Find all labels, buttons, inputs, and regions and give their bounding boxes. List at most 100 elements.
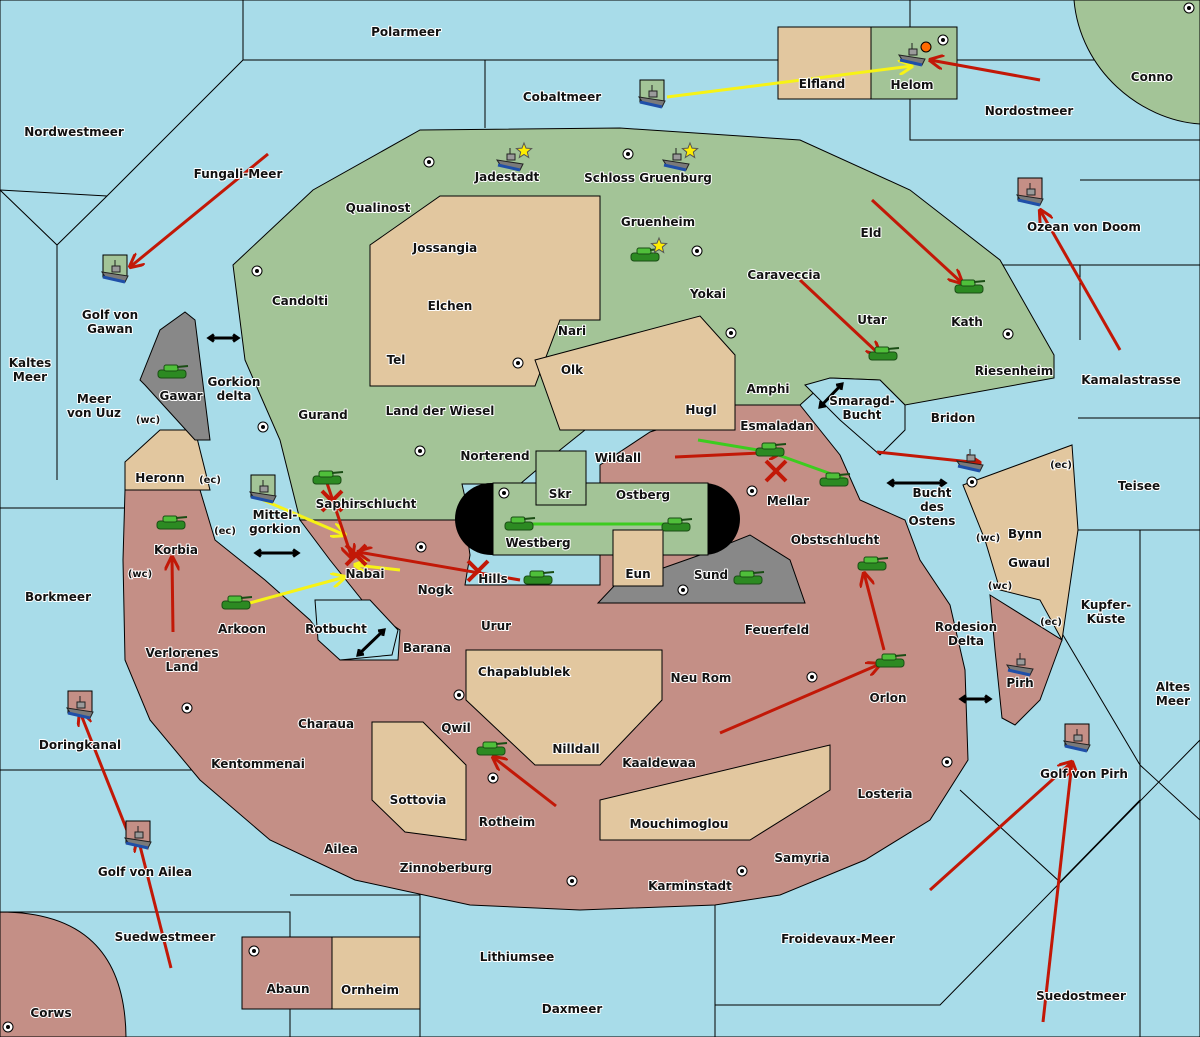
supply-center-icon	[512, 357, 524, 369]
move-order-arrow	[130, 152, 269, 267]
territory-eun[interactable]	[612, 529, 664, 587]
army-tank-icon[interactable]	[661, 517, 693, 532]
territory-corws[interactable]	[0, 911, 127, 1037]
territory-label-hugl: Hugl	[685, 403, 716, 417]
army-tank-icon[interactable]	[868, 346, 900, 361]
coast-tag: (wc)	[976, 533, 1000, 544]
army-tank-icon[interactable]	[156, 515, 188, 530]
army-tank-icon[interactable]	[523, 570, 555, 585]
territory-bynn-gwaul[interactable]	[962, 444, 1079, 642]
territory-label-sottovia: Sottovia	[390, 793, 447, 807]
territory-label-elfland: Elfland	[799, 77, 845, 91]
supply-center-icon	[1183, 2, 1195, 14]
territory-conno[interactable]	[1073, 0, 1200, 125]
adjacency-double-arrow-icon	[818, 382, 844, 409]
territory-label-gruenheim: Gruenheim	[621, 215, 695, 229]
army-tank-icon[interactable]	[875, 653, 907, 668]
coast-tag: (ec)	[1040, 617, 1062, 628]
territory-jossangia-elchen[interactable]	[369, 195, 601, 387]
supply-center-icon	[725, 327, 737, 339]
territory-ornheim[interactable]	[331, 936, 421, 1010]
territory-label-teisee: Teisee	[1118, 479, 1160, 493]
support-order-arrow	[262, 498, 345, 535]
supply-center-icon	[248, 945, 260, 957]
failed-order-x-icon	[764, 459, 788, 483]
support-order-arrow	[666, 66, 912, 99]
army-tank-icon[interactable]	[954, 279, 986, 294]
territory-pirh[interactable]	[989, 594, 1063, 726]
territory-label-schloss-gruenburg: Schloss Gruenburg	[584, 171, 712, 185]
army-tank-icon[interactable]	[733, 570, 765, 585]
territory-label-nilldall: Nilldall	[552, 742, 599, 756]
territory-label-arkoon: Arkoon	[218, 622, 266, 636]
territory-sottovia[interactable]	[371, 721, 467, 841]
army-tank-icon[interactable]	[755, 442, 787, 457]
territory-label-eld: Eld	[861, 226, 882, 240]
fleet-ship-icon[interactable]	[1062, 723, 1091, 753]
supply-center-icon	[415, 541, 427, 553]
fleet-ship-icon[interactable]	[65, 690, 94, 720]
supply-center-icon	[181, 702, 193, 714]
army-tank-icon[interactable]	[312, 470, 344, 485]
fleet-ship-icon[interactable]	[100, 254, 129, 284]
territory-label-nordostmeer: Nordostmeer	[985, 104, 1074, 118]
fleet-ship-icon[interactable]	[897, 41, 932, 67]
territory-label-eun: Eun	[625, 567, 650, 581]
move-order-arrow	[864, 573, 886, 651]
territory-label-korbia: Korbia	[154, 543, 198, 557]
territory-skr[interactable]	[535, 450, 587, 506]
fleet-ship-icon[interactable]	[1015, 177, 1044, 207]
move-order-arrow	[870, 198, 962, 283]
territory-chapablublek-nilldall[interactable]	[465, 649, 663, 766]
territory-label-barana: Barana	[403, 641, 451, 655]
supply-center-icon	[453, 689, 465, 701]
territory-label-bridon: Bridon	[931, 411, 976, 425]
territory-label-jossangia: Jossangia	[412, 241, 477, 255]
army-tank-icon[interactable]	[221, 595, 253, 610]
army-tank-icon[interactable]	[504, 516, 536, 531]
fleet-ship-icon[interactable]	[1005, 653, 1034, 677]
army-tank-icon[interactable]	[819, 472, 851, 487]
territory-label-tel: Tel	[387, 353, 406, 367]
fleet-ship-icon[interactable]	[495, 141, 533, 172]
move-order-arrow	[493, 757, 557, 808]
territory-elfland[interactable]	[777, 26, 872, 100]
territory-label-abaun: Abaun	[266, 982, 309, 996]
supply-center-icon	[566, 875, 578, 887]
territory-label-saphirschlucht: Saphirschlucht	[316, 497, 417, 511]
sea-rotbucht[interactable]	[314, 599, 399, 661]
territory-label-smaragd-bucht: Smaragd-Bucht	[829, 394, 894, 422]
army-tank-icon[interactable]	[857, 556, 889, 571]
territory-olk-hugl[interactable]	[534, 315, 736, 431]
territory-label-land-der-wiesel: Land der Wiesel	[386, 404, 495, 418]
supply-center-icon	[487, 772, 499, 784]
dislodged-burst-icon	[920, 41, 932, 53]
coast-tag: (ec)	[214, 526, 236, 537]
army-tank-icon[interactable]	[476, 741, 508, 756]
territory-label-gawar: Gawar	[159, 389, 202, 403]
territory-label-feuerfeld: Feuerfeld	[745, 623, 810, 637]
fleet-ship-icon[interactable]	[955, 449, 984, 473]
army-tank-icon[interactable]	[630, 236, 668, 262]
territory-mouchimoglou[interactable]	[599, 744, 831, 841]
fleet-ship-icon[interactable]	[248, 474, 277, 504]
territory-heronn[interactable]	[124, 429, 211, 491]
territory-label-qualinost: Qualinost	[346, 201, 411, 215]
army-tank-icon[interactable]	[157, 364, 189, 379]
territory-label-skr: Skr	[549, 487, 572, 501]
territory-label-daxmeer: Daxmeer	[542, 1002, 603, 1016]
fleet-ship-icon[interactable]	[661, 141, 699, 172]
units	[65, 41, 1091, 850]
territory-label-kupfer-kueste: Kupfer-Küste	[1081, 598, 1131, 626]
support-order-arrow	[245, 577, 345, 606]
territory-label-yokai: Yokai	[689, 287, 726, 301]
territory-label-golf-von-ailea: Golf von Ailea	[98, 865, 192, 879]
territory-label-golf-von-pirh: Golf von Pirh	[1040, 767, 1128, 781]
fleet-ship-icon[interactable]	[123, 820, 152, 850]
fleet-ship-icon[interactable]	[637, 79, 666, 109]
